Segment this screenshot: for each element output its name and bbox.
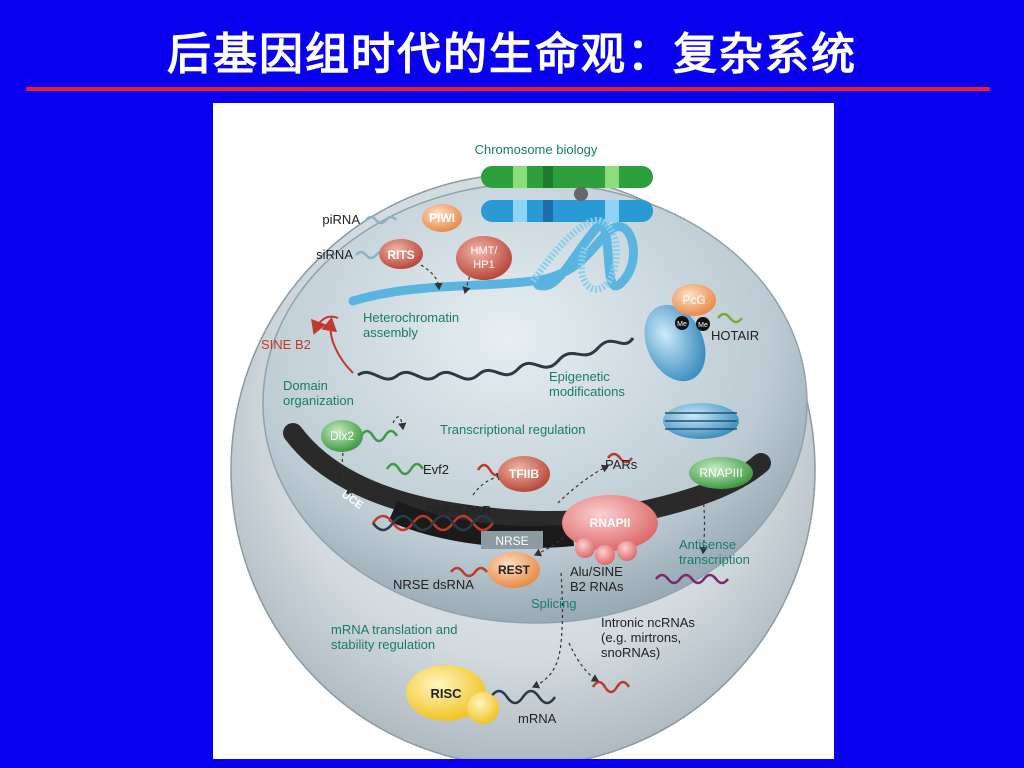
chromatin-coil: [357, 337, 635, 381]
diagram-panel: Chromosome biology Heterochromatin assem…: [213, 103, 834, 767]
rest-blob: [488, 552, 540, 588]
label-sine-b2: SINE B2: [261, 337, 311, 352]
label-pars: PARs: [605, 457, 638, 472]
mrna-strand: [489, 689, 557, 705]
chromatin-loops: [530, 216, 620, 293]
label-sirna: siRNA: [316, 247, 353, 262]
nucleosomes: [644, 304, 739, 439]
label-heterochromatin-1: Heterochromatin: [363, 310, 459, 325]
label-intronic-2: (e.g. mirtrons,: [601, 630, 681, 645]
label-domain-2: organization: [283, 393, 354, 408]
chromosome: [481, 166, 653, 222]
rnapii-blob: [562, 495, 658, 551]
label-dlx2: Dlx2: [330, 429, 354, 443]
rnapii-lobe-3: [617, 541, 637, 561]
label-intronic-1: Intronic ncRNAs: [601, 615, 695, 630]
label-mrna-translation-2: stability regulation: [331, 637, 435, 652]
me-dot-1: [675, 316, 689, 330]
slide-title: 后基因组时代的生命观：复杂系统: [167, 29, 857, 80]
label-nrse: NRSE: [495, 534, 528, 548]
label-hotair: HOTAIR: [711, 328, 759, 343]
label-heterochromatin-2: assembly: [363, 325, 418, 340]
label-mrna: mRNA: [518, 711, 557, 726]
title-underline: [26, 87, 990, 91]
rnapii-lobe-1: [575, 538, 595, 558]
antisense-strand: [655, 573, 729, 585]
helix-strand-dark: [371, 514, 495, 532]
hmt-blob: [456, 236, 512, 280]
pcg-blob: [672, 284, 716, 316]
risc-lobe: [467, 692, 499, 724]
tfiib-blob: [498, 456, 550, 492]
label-tfiib: TFIIB: [509, 467, 539, 481]
label-antisense-2: transcription: [679, 552, 750, 567]
label-rits: RITS: [387, 248, 414, 262]
rits-blob: [379, 239, 423, 269]
label-evf2: Evf2: [423, 462, 449, 477]
nrse-dsrna-strand: [450, 566, 488, 578]
nrse-box: [481, 531, 543, 549]
label-mrna-translation-1: mRNA translation and: [331, 622, 457, 637]
evf2-strand: [385, 462, 425, 476]
sine-b2-arrow: [321, 317, 354, 374]
label-domain-1: Domain: [283, 378, 328, 393]
piwi-blob: [422, 204, 462, 232]
label-rnapiii: RNAPIII: [699, 466, 742, 480]
dna-band: [283, 423, 771, 532]
label-epigenetic-2: modifications: [549, 384, 625, 399]
pars-strand: [607, 452, 633, 464]
me-dot-2: [696, 317, 710, 331]
label-pcg: PcG: [682, 293, 705, 307]
label-epigenetic-1: Epigenetic: [549, 369, 610, 384]
ncrna-cell-diagram: Chromosome biology Heterochromatin assem…: [230, 142, 816, 767]
label-chromosome-biology: Chromosome biology: [475, 142, 598, 157]
rnapiii-blob: [689, 457, 753, 489]
label-rest: REST: [498, 563, 531, 577]
label-me-2: Me: [698, 322, 708, 329]
label-antisense-1: Antisense: [679, 537, 736, 552]
label-nrse-dsrna: NRSE dsRNA: [393, 577, 474, 592]
hotair-strand: [717, 312, 743, 324]
dna-band-lower: [388, 500, 575, 548]
label-risc: RISC: [430, 686, 462, 701]
pirna-strand: [365, 215, 397, 225]
label-splicing: Splicing: [531, 596, 577, 611]
label-hmt-1: HMT/: [471, 245, 499, 257]
dlx2-strand: [359, 429, 399, 443]
label-alu-1: Alu/SINE: [570, 564, 623, 579]
dlx2-blob: [321, 420, 363, 452]
sine-b2-arrow-2: [311, 315, 339, 335]
label-pirna: piRNA: [322, 212, 360, 227]
label-dhfr-par: DHFR PAR: [426, 503, 491, 518]
risc-blob: [406, 665, 486, 721]
label-me-1: Me: [677, 321, 687, 328]
label-alu-2: B2 RNAs: [570, 579, 624, 594]
label-hmt-2: HP1: [473, 259, 494, 271]
intronic-strand: [591, 680, 631, 694]
label-transcriptional-regulation: Transcriptional regulation: [440, 422, 585, 437]
label-piwi: PIWI: [429, 211, 455, 225]
label-rnapii: RNAPII: [590, 516, 631, 530]
label-intronic-3: snoRNAs): [601, 645, 660, 660]
heterochromatin-fiber: [348, 216, 638, 306]
rnapii-lobe-2: [595, 545, 615, 565]
